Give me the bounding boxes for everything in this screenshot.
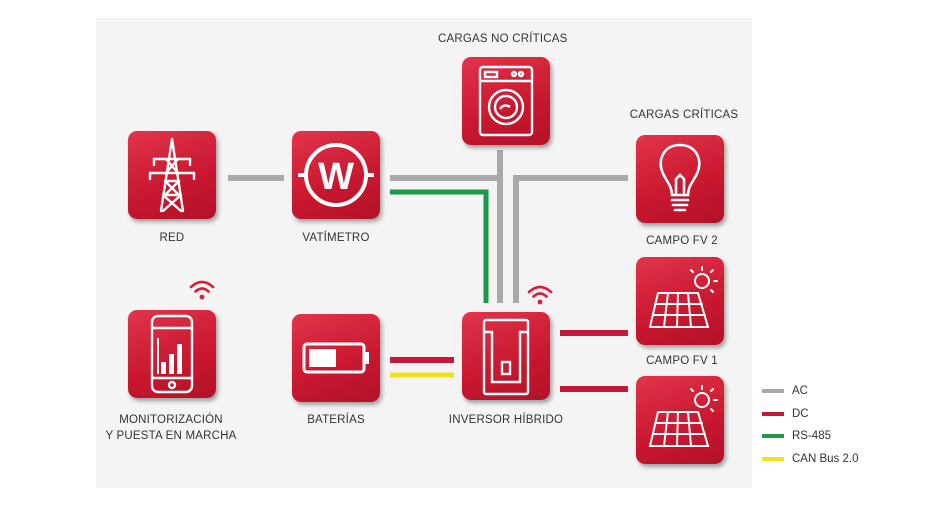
- light-bulb-tile: [636, 135, 724, 223]
- hybrid-inverter-label: INVERSOR HÍBRIDO: [448, 414, 564, 426]
- legend-item-canbus: CAN Bus 2.0: [762, 448, 858, 471]
- legend-item-ac: AC: [762, 380, 858, 403]
- wattmeter-symbol: W: [318, 156, 354, 198]
- grid-tile: [128, 131, 216, 219]
- legend-swatch-dc: [762, 411, 784, 416]
- pv-field-1-tile: [636, 376, 724, 464]
- noncritical-loads-label: CARGAS NO CRÍTICAS: [438, 33, 568, 45]
- pv-field-2-tile: [636, 257, 724, 345]
- batteries-label: BATERÍAS: [307, 414, 365, 426]
- legend-label-canbus: CAN Bus 2.0: [792, 452, 859, 465]
- pv-field-1-label: CAMPO FV 1: [646, 355, 718, 367]
- light-bulb-icon: [659, 143, 701, 212]
- legend-item-rs485: RS-485: [762, 425, 858, 448]
- inverter-icon: [482, 318, 530, 396]
- power-tower-icon: [148, 137, 196, 213]
- hybrid-inverter-tile: [462, 312, 550, 400]
- wattmeter-label: VATÍMETRO: [302, 232, 370, 244]
- legend-item-dc: DC: [762, 403, 858, 426]
- grid-label: RED: [159, 232, 185, 244]
- monitoring-label-line1: MONITORIZACIÓN: [119, 414, 223, 426]
- monitoring-label-line2: Y PUESTA EN MARCHA: [105, 430, 237, 442]
- legend: AC DC RS-485 CAN Bus 2.0: [762, 380, 858, 470]
- washing-machine-icon: [478, 65, 534, 137]
- rs485-wire: [390, 189, 489, 303]
- legend-swatch-ac: [762, 389, 784, 394]
- legend-label-rs485: RS-485: [792, 430, 831, 443]
- wifi-icon: [527, 285, 553, 305]
- wattmeter-tile: W: [292, 131, 380, 219]
- battery-icon: [302, 342, 369, 374]
- solar-panel-icon: [648, 385, 718, 447]
- washing-machine-tile: [462, 57, 550, 145]
- smartphone-chart-icon: [150, 314, 194, 394]
- legend-label-dc: DC: [792, 407, 809, 420]
- legend-label-ac: AC: [792, 385, 808, 398]
- ac-wire-critical: [513, 175, 628, 303]
- solar-panel-icon: [648, 266, 718, 328]
- wattmeter-icon: W: [298, 143, 374, 207]
- batteries-tile: [292, 314, 380, 402]
- wifi-icon: [189, 280, 215, 300]
- monitoring-tile: [128, 310, 216, 398]
- pv-field-2-label: CAMPO FV 2: [646, 235, 718, 247]
- legend-swatch-canbus: [762, 456, 784, 461]
- legend-swatch-rs485: [762, 434, 784, 439]
- critical-loads-label: CARGAS CRÍTICAS: [629, 109, 739, 121]
